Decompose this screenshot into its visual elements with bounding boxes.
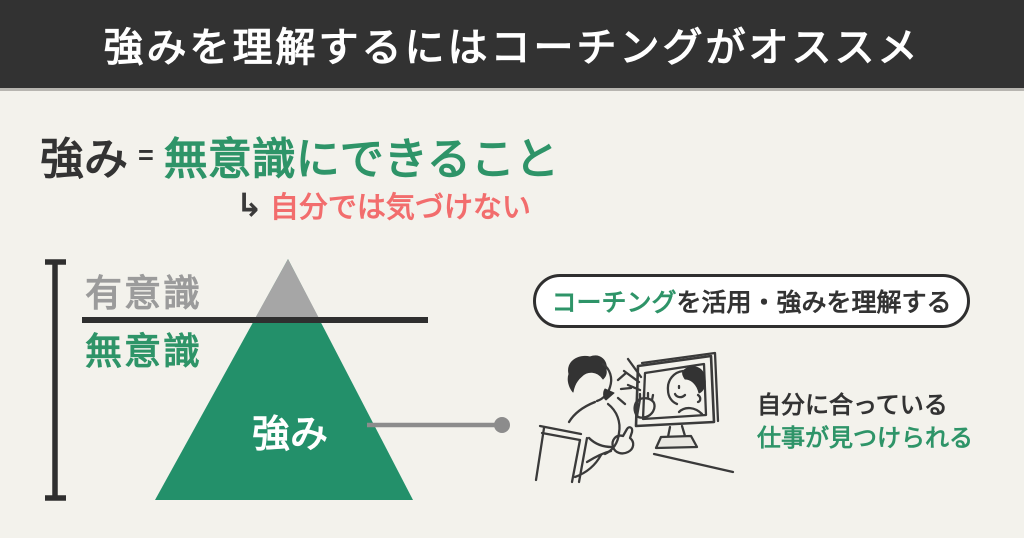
note-text: 自分では気づけない xyxy=(269,192,531,224)
measure-line xyxy=(45,259,66,501)
monitor-screen xyxy=(641,362,708,421)
desk-line xyxy=(652,452,735,474)
pyramid-conscious-apex xyxy=(253,259,321,322)
result-line-1: 自分に合っている xyxy=(757,392,948,419)
headline-term: 強み xyxy=(40,135,128,184)
connector-line xyxy=(367,417,510,433)
woman-on-screen xyxy=(666,366,706,416)
banner-title: 強みを理解するにはコーチングがオススメ xyxy=(103,26,921,70)
headline-definition: 無意識にできること xyxy=(163,135,559,184)
result-text: 自分に合っている 仕事が見つけられる xyxy=(757,389,973,455)
headline-note: ↳ 自分では気づけない xyxy=(236,184,531,226)
burst-lines xyxy=(622,357,643,392)
man-hand xyxy=(611,426,635,455)
headline: 強み = 無意識にできること xyxy=(40,123,559,187)
woman-ear-curl xyxy=(696,393,702,404)
connector-dot xyxy=(494,417,510,433)
woman-hair xyxy=(682,366,706,394)
equals-sign: = xyxy=(138,139,154,170)
woman-hair-outline xyxy=(666,369,685,406)
conscious-label: 有意識 xyxy=(85,273,202,314)
callout-highlight: コーチング xyxy=(551,289,677,317)
speech-lines xyxy=(616,371,633,406)
callout-rest: を活用・強みを理解する xyxy=(676,289,952,317)
woman-shoulder xyxy=(677,406,704,416)
man-face xyxy=(595,362,613,403)
banner: 強みを理解するにはコーチングがオススメ xyxy=(0,0,1024,91)
man-body xyxy=(567,400,621,479)
man-figure xyxy=(567,355,635,479)
result-line-2: 仕事が見つけられる xyxy=(757,425,973,452)
infographic-body: 強み = 無意識にできること ↳ 自分では気づけない 有意識 無意識 強み xyxy=(0,91,1024,538)
strength-core-label: 強み xyxy=(252,414,328,456)
coaching-callout-pill: コーチングを活用・強みを理解する xyxy=(533,274,970,328)
pyramid-unconscious-area xyxy=(155,259,413,500)
monitor-stand xyxy=(654,424,699,450)
man-hair xyxy=(567,355,607,393)
chair xyxy=(534,424,589,484)
man-arm xyxy=(585,436,614,464)
consciousness-pyramid-diagram: 有意識 無意識 強み xyxy=(45,259,510,501)
waving-hand xyxy=(633,390,656,419)
video-call-illustration xyxy=(534,351,735,484)
man-mouth xyxy=(603,388,615,401)
woman-smile xyxy=(673,392,687,399)
unconscious-label: 無意識 xyxy=(85,331,202,372)
monitor-shadow-edge xyxy=(640,351,720,423)
corner-arrow-icon: ↳ xyxy=(236,187,263,223)
monitor xyxy=(622,351,735,474)
